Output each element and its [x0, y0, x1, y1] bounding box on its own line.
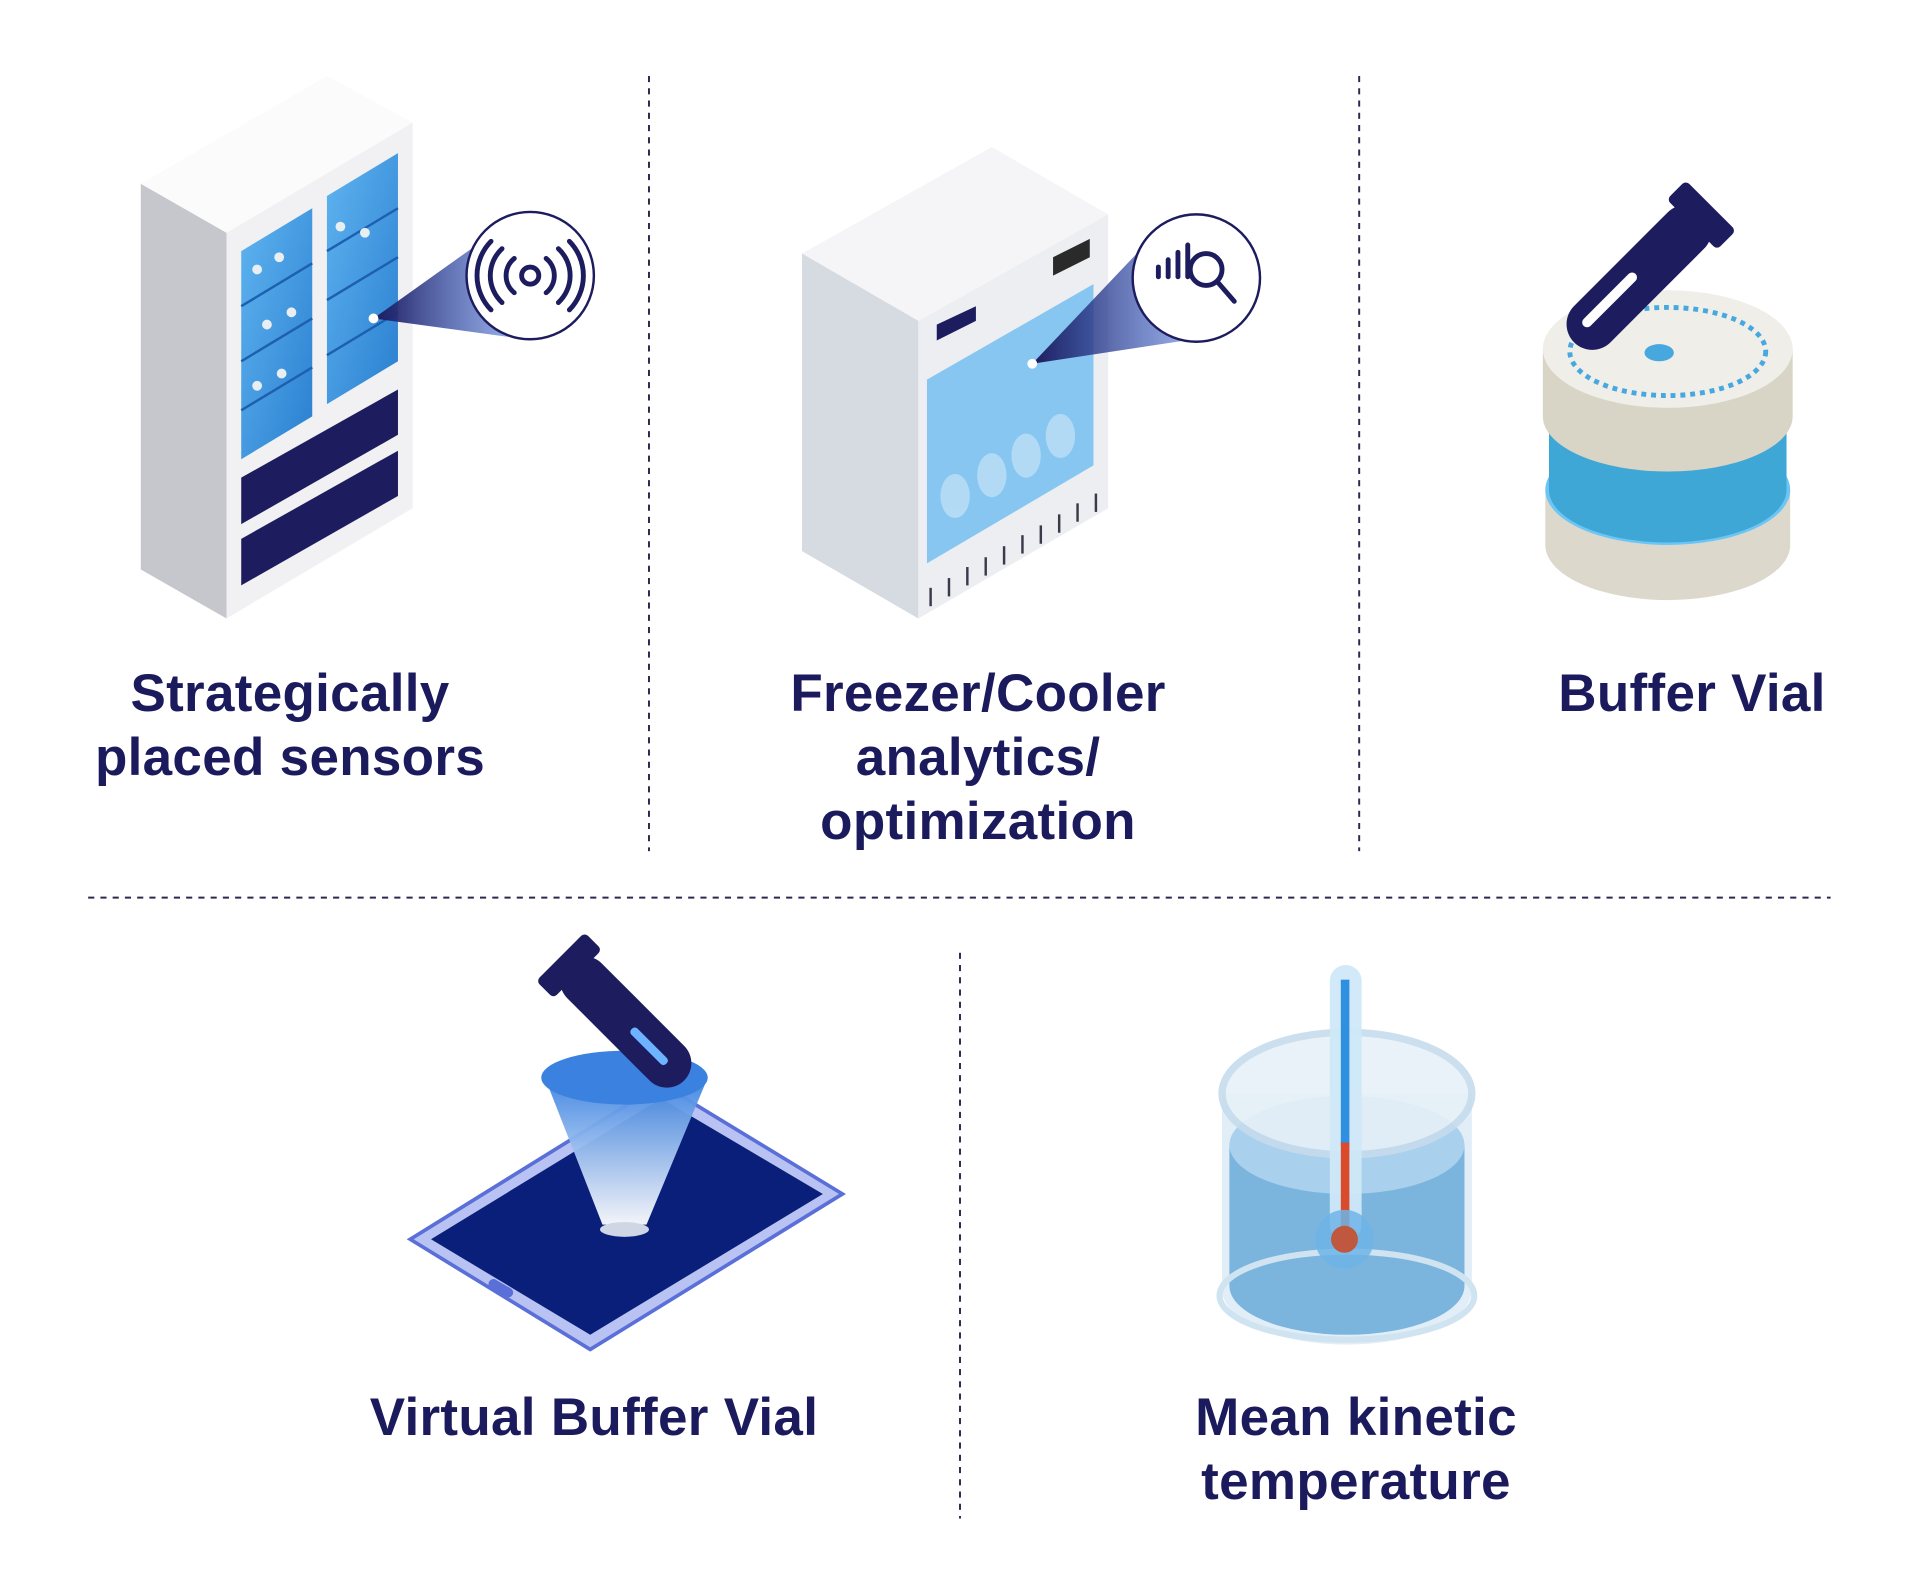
- buffer-vial-icon: [1542, 182, 1793, 601]
- label-line: placed sensors: [94, 728, 486, 787]
- thermometer-beaker-icon: [1216, 964, 1478, 1345]
- label-freezer-cooler-analytics: Freezer/Cooler analytics/ optimization: [790, 662, 1165, 854]
- label-line: Buffer Vial: [1558, 664, 1826, 723]
- signal-icon: [474, 238, 586, 313]
- virtual-buffer-vial-icon: [406, 934, 846, 1352]
- label-virtual-buffer-vial: Virtual Buffer Vial: [370, 1386, 819, 1450]
- freezer-analytics-icon: [802, 147, 1262, 619]
- sensor-cabinet-icon: [140, 76, 596, 619]
- label-line: Strategically: [130, 664, 450, 723]
- label-line: Virtual Buffer Vial: [369, 1388, 819, 1447]
- label-buffer-vial: Buffer Vial: [1558, 662, 1825, 726]
- label-line: analytics/: [855, 728, 1101, 787]
- label-line: Mean kinetic: [1195, 1388, 1517, 1447]
- label-strategically-placed-sensors: Strategically placed sensors: [95, 662, 485, 790]
- dividers: [88, 76, 1831, 1519]
- label-line: temperature: [1201, 1452, 1511, 1511]
- label-mean-kinetic-temperature: Mean kinetic temperature: [1195, 1386, 1517, 1514]
- label-line: Freezer/Cooler: [790, 664, 1166, 723]
- label-line: optimization: [820, 792, 1136, 851]
- analytics-search-icon: [1155, 242, 1237, 304]
